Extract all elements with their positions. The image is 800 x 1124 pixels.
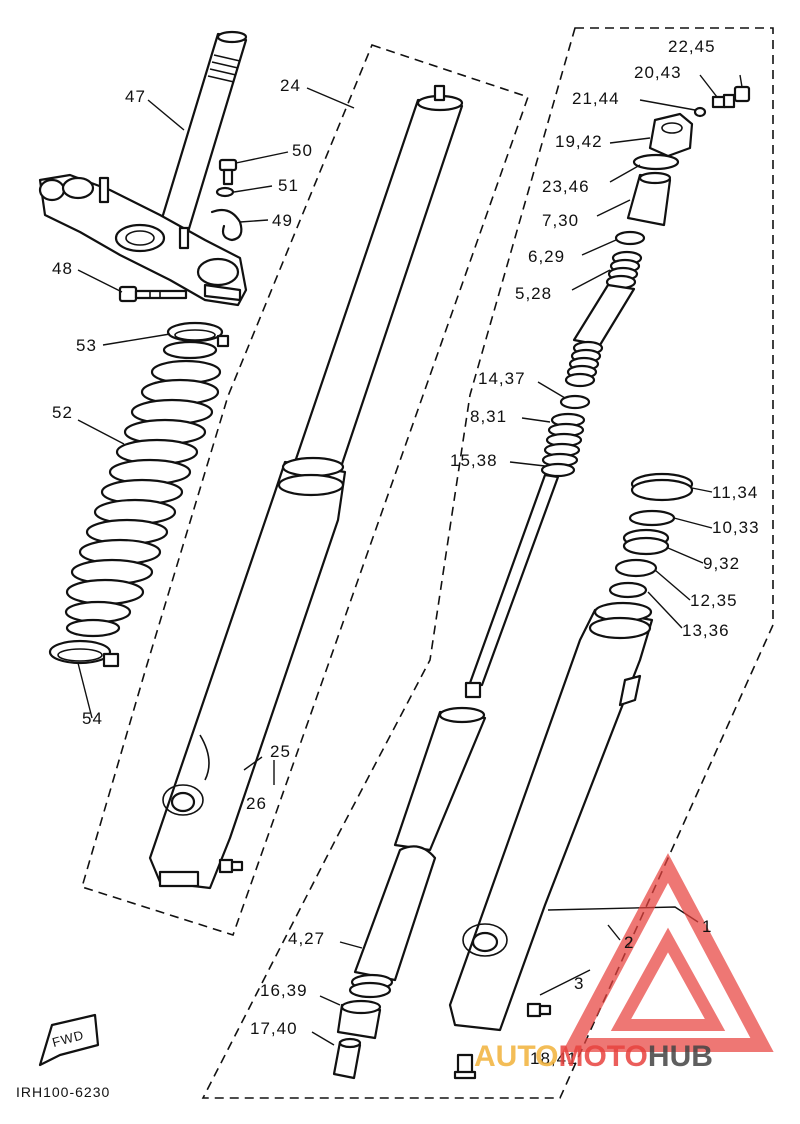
fwd-arrow xyxy=(38,1013,100,1067)
callout-52: 52 xyxy=(52,403,73,422)
watermark-word-hub: HUB xyxy=(647,1040,713,1073)
cap-bolt-22-45 xyxy=(733,85,751,103)
under-bracket xyxy=(38,173,248,307)
callout-23-46: 23,46 xyxy=(542,177,590,196)
boot-clamp-53 xyxy=(166,321,230,348)
ring-14-37 xyxy=(559,394,591,410)
callout-15-38: 15,38 xyxy=(450,451,498,470)
watermark-wordmark: AUTOMOTOHUB xyxy=(474,1040,713,1074)
callout-47: 47 xyxy=(125,87,146,106)
callout-14-37: 14,37 xyxy=(478,369,526,388)
callout-50: 50 xyxy=(292,141,313,160)
inner-tube-4-27 xyxy=(348,706,487,999)
oring-21-44 xyxy=(693,106,707,118)
bushing-16-39 xyxy=(336,999,382,1040)
callout-49: 49 xyxy=(272,211,293,230)
callout-26: 26 xyxy=(246,794,267,813)
clip-10-33 xyxy=(628,509,676,527)
callout-18-41: 18,41 xyxy=(530,1049,578,1068)
callout-9-32: 9,32 xyxy=(703,554,741,573)
washer-12-35 xyxy=(614,558,658,578)
callout-24: 24 xyxy=(280,76,301,95)
leader-lines xyxy=(77,74,743,1046)
bolt-50 xyxy=(218,158,238,186)
callout-19-42: 19,42 xyxy=(555,132,603,151)
bolt-18-41 xyxy=(453,1053,477,1080)
callout-10-33: 10,33 xyxy=(712,518,760,537)
callout-17-40: 17,40 xyxy=(250,1019,298,1038)
outer-tube-25 xyxy=(148,456,347,890)
callout-8-31: 8,31 xyxy=(470,407,508,426)
callout-11-34: 11,34 xyxy=(712,483,759,502)
bushing-13-36 xyxy=(608,581,648,599)
piece-17-40 xyxy=(332,1037,362,1080)
bolt-48 xyxy=(118,285,188,303)
callout-1: 1 xyxy=(702,917,713,936)
oring-23-46 xyxy=(632,153,680,171)
callout-16-39: 16,39 xyxy=(260,981,308,1000)
callout-7-30: 7,30 xyxy=(542,211,580,230)
watermark-logo xyxy=(562,853,774,1052)
callout-2: 2 xyxy=(624,933,635,952)
callout-13-36: 13,36 xyxy=(682,621,730,640)
right-assembly-outline xyxy=(201,27,774,1099)
callout-3: 3 xyxy=(574,974,585,993)
spacer-7-30 xyxy=(626,171,672,227)
callout-6-29: 6,29 xyxy=(528,247,566,266)
fork-boot-52 xyxy=(64,340,222,638)
callout-4-27: 4,27 xyxy=(288,929,326,948)
callout-51: 51 xyxy=(278,176,299,195)
drain-bolt-3 xyxy=(526,1002,552,1018)
callout-21-44: 21,44 xyxy=(572,89,620,108)
callout-25: 25 xyxy=(270,742,291,761)
washer-6-29 xyxy=(614,230,646,246)
watermark-word-auto: AUTO xyxy=(474,1040,559,1073)
callout-48: 48 xyxy=(52,259,73,278)
drawing-code: IRH100-6230 xyxy=(16,1084,111,1100)
callout-5-28: 5,28 xyxy=(515,284,553,303)
inner-tube-47 xyxy=(158,30,248,234)
drain-bolt-26 xyxy=(218,858,244,874)
callout-12-35: 12,35 xyxy=(690,591,738,610)
watermark-word-moto: MOTO xyxy=(558,1040,648,1073)
inner-tube-24 xyxy=(293,84,464,472)
clip-49 xyxy=(210,208,243,242)
callout-20-43: 20,43 xyxy=(634,63,682,82)
outer-tube-1 xyxy=(448,601,654,1032)
damper-rod-8-31 xyxy=(464,412,586,699)
callout-22-45: 22,45 xyxy=(668,37,716,56)
washer-51 xyxy=(215,186,235,198)
boot-clamp-54 xyxy=(48,639,120,668)
cap-bolt-19-42 xyxy=(648,112,694,158)
callout-54: 54 xyxy=(82,709,103,728)
nut-20-43 xyxy=(711,93,736,109)
callout-53: 53 xyxy=(76,336,97,355)
spring-5-28 xyxy=(564,250,643,388)
